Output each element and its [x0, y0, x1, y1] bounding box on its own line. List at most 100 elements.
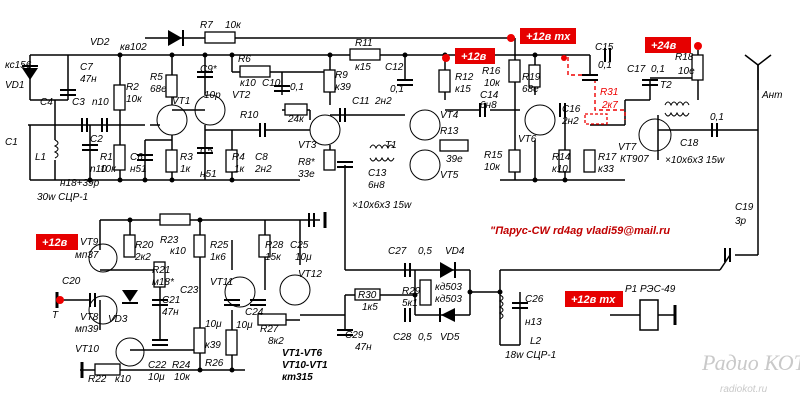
power_badges-left_12-label: +12в: [42, 237, 68, 249]
labels-r13v-label: 39е: [446, 154, 463, 165]
labels-r11-label: R11: [355, 38, 373, 49]
labels-c23v-label: 10μ: [205, 319, 222, 330]
labels-c18-label: C18: [680, 138, 699, 149]
labels-c14-label: C14: [480, 90, 499, 101]
labels-r2v-label: 10к: [126, 94, 143, 105]
labels-r24-label: R24: [172, 360, 191, 371]
labels-t2coil-label: ×10х6х3 15w: [665, 155, 725, 166]
labels-r14-label: R14: [552, 152, 571, 163]
labels-c27v-label: 0,5: [418, 246, 432, 257]
labels-vt7v-label: КТ907: [620, 154, 649, 165]
labels-note3-label: кт315: [282, 372, 313, 383]
labels-t1-label: T1: [385, 140, 397, 151]
labels-r28v-label: 15к: [265, 252, 282, 263]
coils: [53, 101, 690, 320]
labels-c6-label: C6: [130, 152, 143, 163]
labels-r15v-label: 10к: [484, 162, 501, 173]
labels-t1coil-label: ×10х6х3 15w: [352, 200, 412, 211]
watermark: Радио КОТ radiokot.ru: [701, 350, 800, 395]
badge-left-12: [36, 234, 78, 250]
labels-r16v-label: 10к: [484, 78, 501, 89]
labels-c8-label: C8: [255, 152, 268, 163]
labels-c26v-label: н13: [525, 317, 542, 328]
labels-c4v-label: n10: [92, 97, 109, 108]
labels-vt5-label: VT5: [440, 170, 459, 181]
labels-r8-label: R8*: [298, 157, 316, 168]
labels-l1coil-label: 30w СЦР-1: [37, 192, 88, 203]
labels-c29v-label: 47н: [355, 342, 372, 353]
labels-c17-label: C17: [627, 64, 646, 75]
labels-r5-label: R5: [150, 72, 163, 83]
labels-vd5-label: VD5: [440, 332, 460, 343]
labels-r3v-label: 1к: [180, 164, 192, 175]
labels-r3-label: R3: [180, 152, 193, 163]
labels-l2-label: L2: [530, 336, 542, 347]
labels-r12-label: R12: [455, 72, 474, 83]
labels-c22-label: C22: [148, 360, 167, 371]
labels-r22-label: R22: [88, 374, 107, 385]
labels-c4-label: C4: [40, 97, 53, 108]
labels-r25v-label: 1к6: [210, 252, 226, 263]
labels-r9-label: R9: [335, 70, 348, 81]
labels-c21-label: C21: [162, 295, 180, 306]
labels-c5-label: C5: [200, 146, 213, 157]
labels-r23v-label: к10: [170, 246, 186, 257]
labels-c28-label: C28: [393, 332, 412, 343]
power_badges-top_24-label: +24в: [651, 40, 677, 52]
labels-note1-label: VT1-VT6: [282, 348, 322, 359]
labels-c7-label: C7: [80, 62, 93, 73]
labels-c27-label: C27: [388, 246, 407, 257]
labels-c21v-label: 47н: [162, 307, 179, 318]
labels-r10-label: R10: [240, 110, 259, 121]
labels-kc156-label: кс156: [5, 60, 32, 71]
labels-t2-label: T2: [660, 80, 672, 91]
resistors: [94, 31, 704, 376]
antenna: [744, 54, 772, 90]
power_badges-relay_tx-label: +12в тх: [571, 294, 616, 306]
labels-c22v-label: 10μ: [148, 372, 165, 383]
labels-c25-label: C25: [290, 240, 309, 251]
watermark-line2-label: radiokot.ru: [720, 384, 768, 395]
labels-vt12-label: VT12: [298, 269, 322, 280]
labels-c18v-label: 0,1: [710, 112, 724, 123]
labels-c17v-label: 0,1: [651, 64, 665, 75]
labels-r24v-label: 10к: [174, 372, 191, 383]
labels-r21-label: R21: [152, 265, 170, 276]
labels-r2-label: R2: [126, 82, 139, 93]
labels-c13-label: C13: [368, 168, 387, 179]
labels-r17v-label: к33: [598, 164, 614, 175]
labels-r25-label: R25: [210, 240, 229, 251]
labels-c2v-label: n10: [90, 164, 107, 175]
labels-r29v-label: 5к1: [402, 298, 418, 309]
labels-r27v-label: 8к2: [268, 336, 284, 347]
labels-c3-label: C3: [72, 97, 85, 108]
labels-vt2-label: VT2: [232, 90, 251, 101]
labels-r9v-label: к39: [335, 82, 351, 93]
labels-c16v-label: 2н2: [561, 116, 579, 127]
labels-l2coil-label: 18w СЦР-1: [505, 350, 556, 361]
labels-r30v-label: 1к5: [362, 302, 378, 313]
labels-c14v-label: 6н8: [480, 100, 497, 111]
labels-r27-label: R27: [260, 324, 279, 335]
badge-top-12: [455, 48, 495, 64]
labels-r19-label: R19: [522, 72, 541, 83]
labels-r1-label: R1: [100, 152, 113, 163]
labels-c11v-label: 2н2: [374, 96, 392, 107]
labels-c20-label: C20: [62, 276, 81, 287]
labels-vt6-label: VT6: [518, 134, 537, 145]
labels-vd2-label: VD2: [90, 37, 110, 48]
labels-c12-label: C12: [385, 62, 404, 73]
schematic-title: "Парус-CW rd4ag vladi59@mail.ru: [490, 225, 670, 237]
labels-r11v-label: к15: [355, 62, 371, 73]
labels-c15-label: C15: [595, 42, 614, 53]
labels-r8v-label: 33е: [298, 169, 315, 180]
labels-r7v-label: 10к: [225, 20, 242, 31]
labels-c8v-label: 2н2: [254, 164, 272, 175]
labels-c19v-label: 3р: [735, 216, 747, 227]
labels-r1v-label: 10к: [100, 164, 117, 175]
labels-l1v-label: н18+39р: [60, 178, 100, 189]
labels-vd3-label: VD3: [108, 314, 128, 325]
labels-c24-label: C24: [245, 307, 264, 318]
labels-vt9-label: VT9: [80, 237, 99, 248]
labels-vt8-label: VT8: [80, 312, 99, 323]
